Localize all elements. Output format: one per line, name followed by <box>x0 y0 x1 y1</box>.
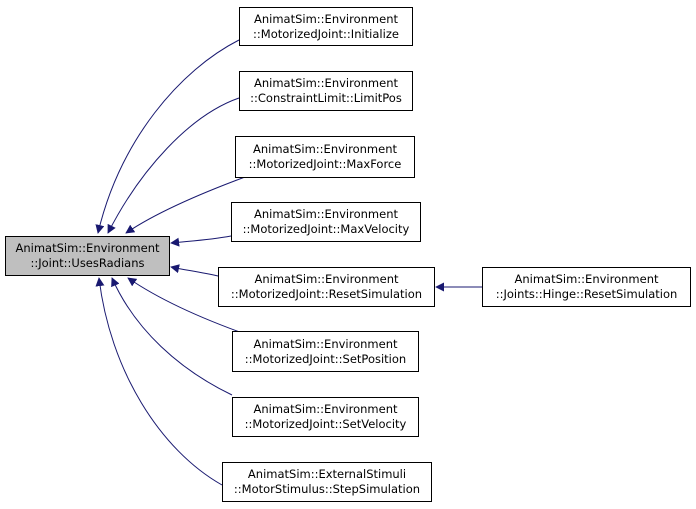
edge-maxvelocity-to-focus <box>170 235 232 247</box>
node-label-line1: AnimatSim::Environment <box>253 402 398 416</box>
node-label-line2: ::MotorizedJoint::MaxVelocity <box>242 222 410 236</box>
node-motorizedjoint-resetsimulation[interactable]: AnimatSim::Environment ::MotorizedJoint:… <box>218 267 435 307</box>
node-label-line2: ::MotorizedJoint::MaxForce <box>248 157 402 171</box>
edge-stepsim-to-focus <box>95 277 223 486</box>
node-label-line2: ::MotorizedJoint::Initialize <box>253 26 399 41</box>
node-label-line2: ::MotorizedJoint::ResetSimulation <box>230 287 423 301</box>
node-motorstimulus-stepsimulation[interactable]: AnimatSim::ExternalStimuli ::MotorStimul… <box>222 462 432 502</box>
node-motorizedjoint-initialize[interactable]: AnimatSim::Environment ::MotorizedJoint:… <box>239 7 413 46</box>
node-constraintlimit-limitpos[interactable]: AnimatSim::Environment ::ConstraintLimit… <box>239 71 413 111</box>
edge-limitpos-to-focus <box>107 97 240 234</box>
node-label-line1: AnimatSim::Environment <box>514 272 659 286</box>
node-label-line2: ::MotorizedJoint::SetPosition <box>244 351 407 366</box>
node-label-line1: AnimatSim::Environment <box>253 336 398 351</box>
node-motorizedjoint-maxforce[interactable]: AnimatSim::Environment ::MotorizedJoint:… <box>235 136 415 178</box>
node-label-line1: AnimatSim::ExternalStimuli <box>247 467 407 481</box>
node-motorizedjoint-setposition[interactable]: AnimatSim::Environment ::MotorizedJoint:… <box>232 331 419 372</box>
node-label-line2: ::MotorizedJoint::SetVelocity <box>244 417 407 431</box>
edge-initialize-to-focus <box>95 39 240 234</box>
node-label-line1: AnimatSim::Environment <box>254 207 398 221</box>
node-label-line2: ::MotorStimulus::StepSimulation <box>233 482 421 496</box>
node-motorizedjoint-maxvelocity[interactable]: AnimatSim::Environment ::MotorizedJoint:… <box>231 202 421 242</box>
node-label-line1: AnimatSim::Environment <box>254 272 399 286</box>
edge-setposition-to-focus <box>127 277 249 336</box>
edge-maxforce-to-focus <box>125 176 246 234</box>
node-joint-usesradians: AnimatSim::Environment ::Joint::UsesRadi… <box>5 236 170 276</box>
node-label-line1: AnimatSim::Environment <box>254 76 398 90</box>
node-label-line2: ::Joint::UsesRadians <box>30 256 145 270</box>
node-label-line1: AnimatSim::Environment <box>254 11 398 26</box>
node-hinge-resetsimulation[interactable]: AnimatSim::Environment ::Joints::Hinge::… <box>482 267 691 307</box>
node-label-line2: ::Joints::Hinge::ResetSimulation <box>495 287 678 301</box>
node-label-line1: AnimatSim::Environment <box>15 241 160 255</box>
node-motorizedjoint-setvelocity[interactable]: AnimatSim::Environment ::MotorizedJoint:… <box>232 397 419 437</box>
node-label-line1: AnimatSim::Environment <box>253 142 397 156</box>
edge-resetsim-to-focus <box>170 264 219 277</box>
edge-setvelocity-to-focus <box>111 277 233 396</box>
node-label-line2: ::ConstraintLimit::LimitPos <box>250 91 402 105</box>
